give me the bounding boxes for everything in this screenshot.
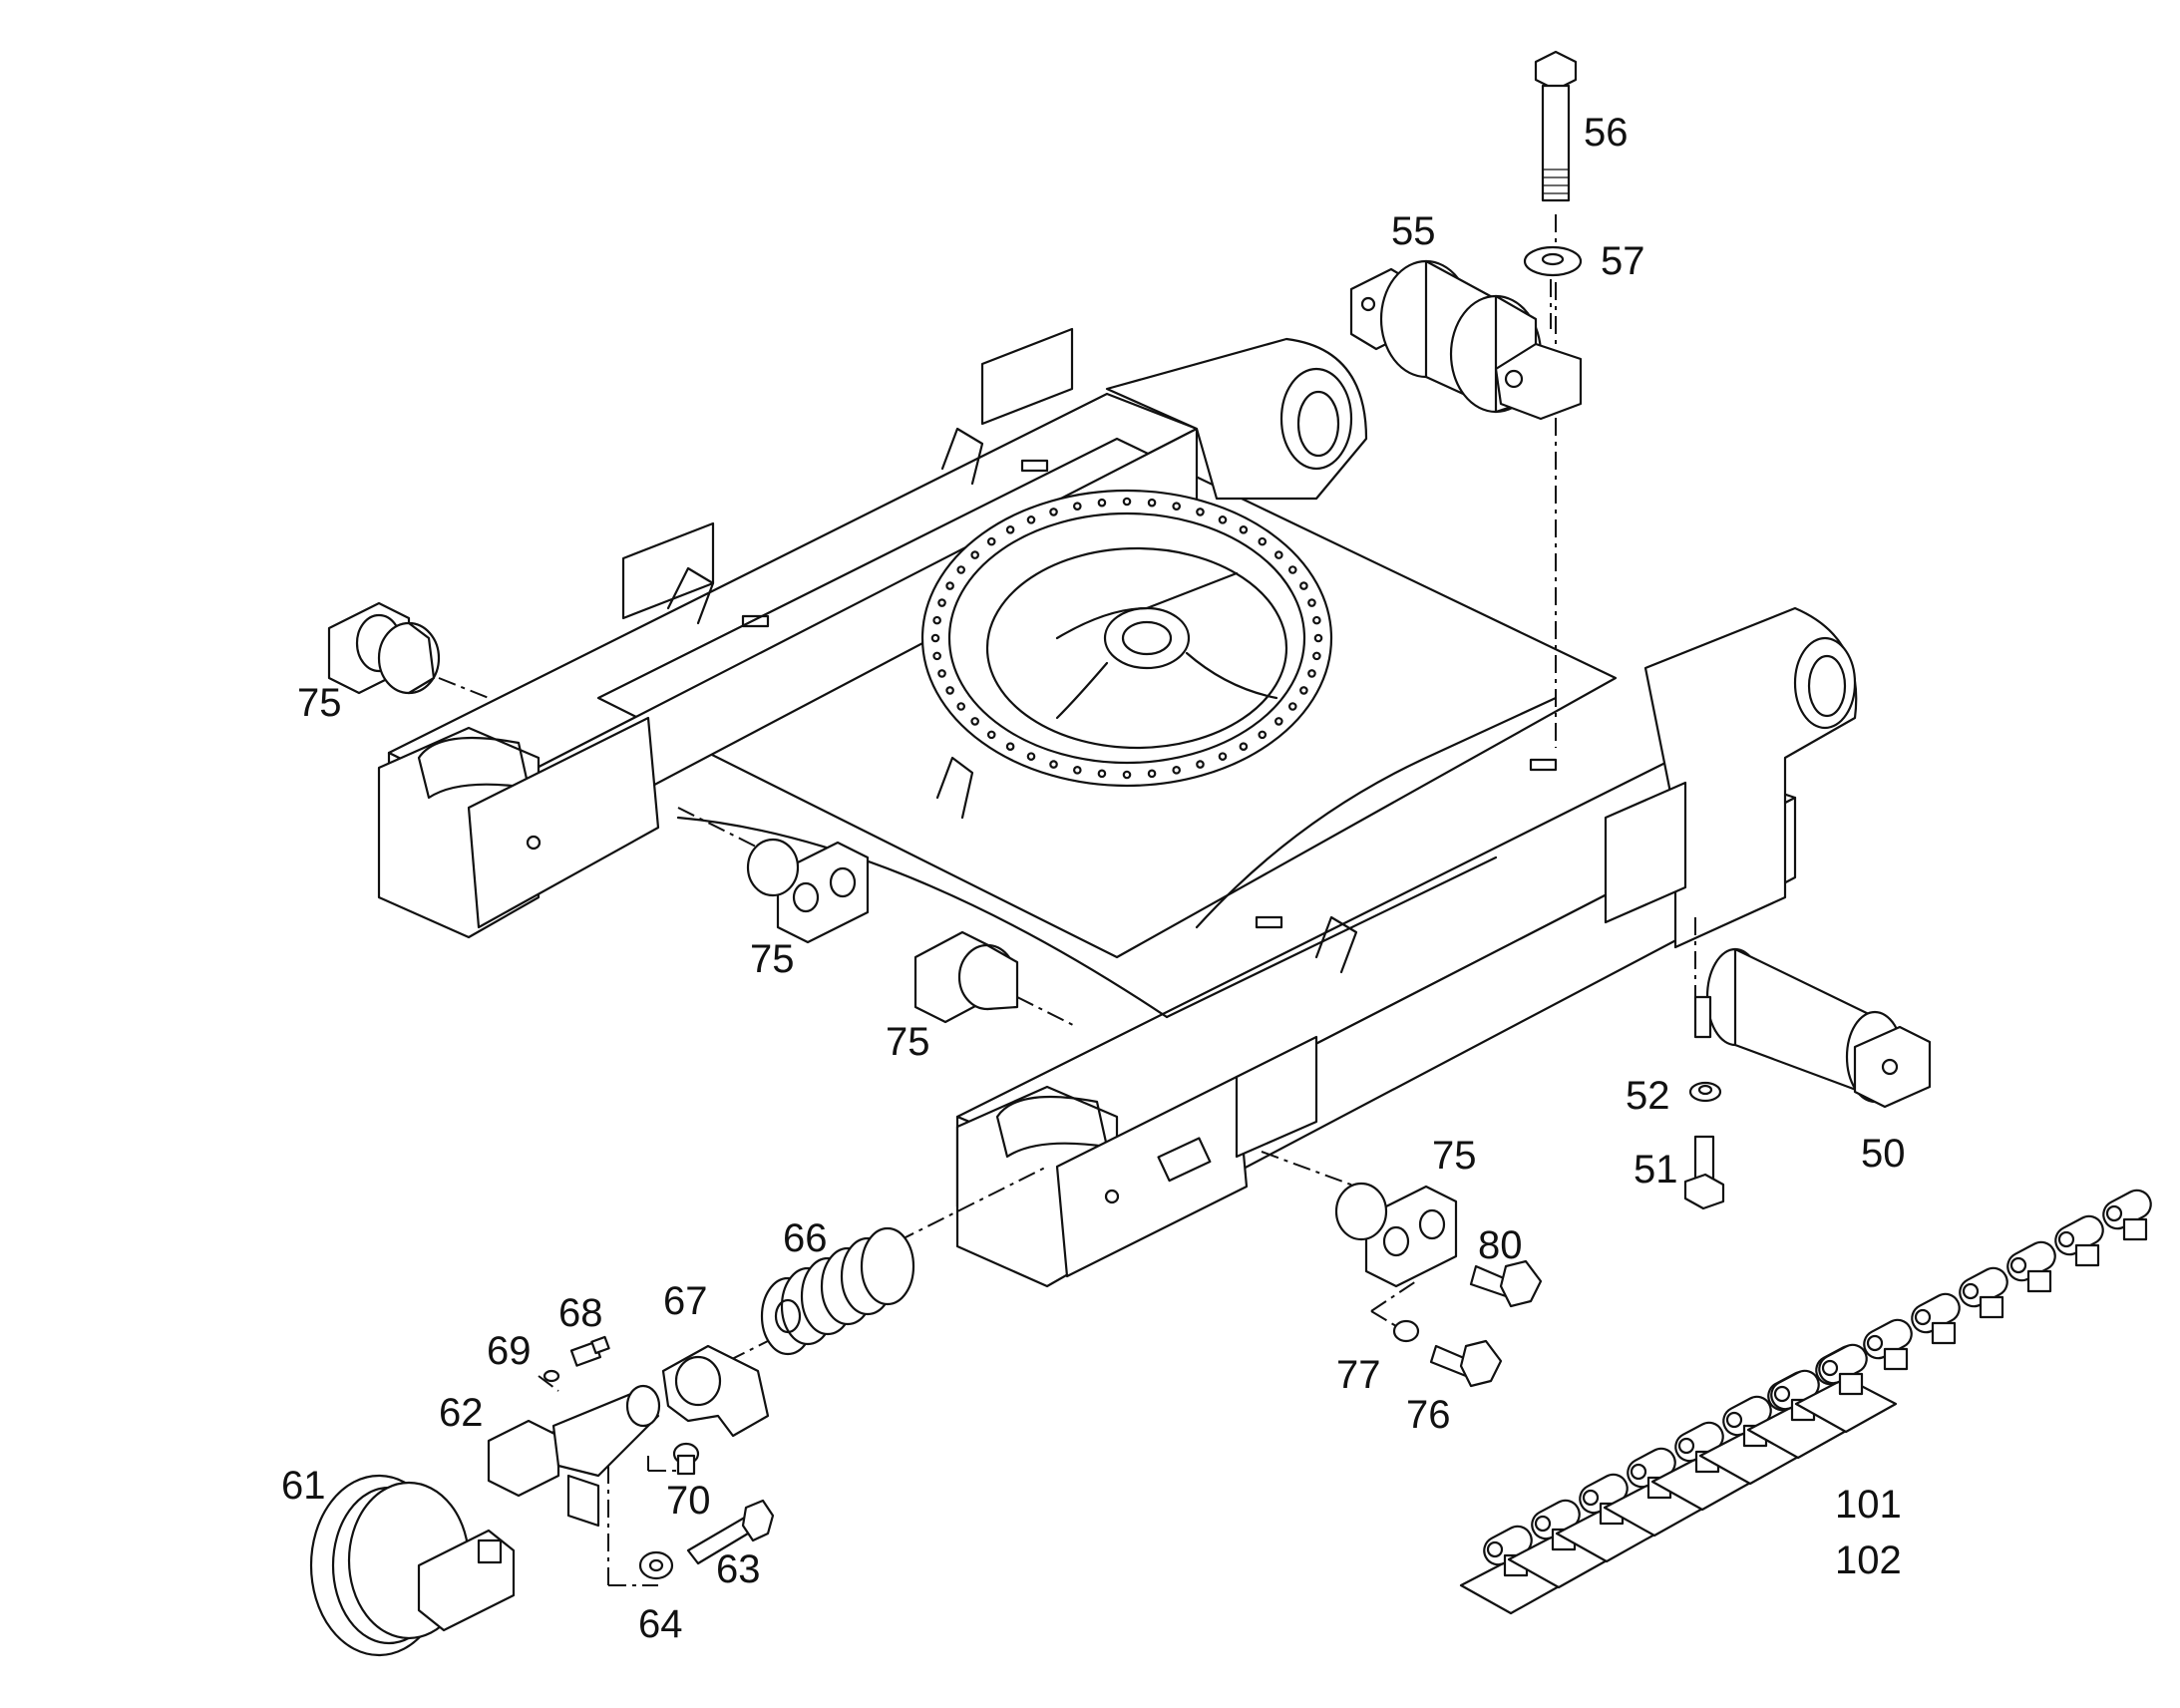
callout-61: 61 bbox=[281, 1464, 326, 1508]
part-76-bolt bbox=[1429, 1339, 1503, 1388]
callout-101: 101 bbox=[1835, 1483, 1902, 1527]
callout-80: 80 bbox=[1478, 1223, 1523, 1267]
undercarriage-frame bbox=[377, 327, 1858, 1288]
part-63-bolt bbox=[686, 1499, 775, 1565]
callout-66: 66 bbox=[783, 1216, 828, 1260]
bearing-bolt-holes bbox=[930, 497, 1323, 780]
part-55-carrier-roller bbox=[1349, 259, 1583, 421]
part-50-track-roller bbox=[1693, 947, 1932, 1109]
part-75-pin-3 bbox=[913, 930, 1019, 1024]
part-69-o-ring bbox=[543, 1369, 560, 1383]
part-61-idler-wheel bbox=[309, 1474, 516, 1657]
part-101-track-chain bbox=[1767, 1189, 2152, 1423]
callout-50: 50 bbox=[1861, 1132, 1906, 1176]
part-62-cylinder bbox=[487, 1384, 661, 1528]
callout-75-a: 75 bbox=[297, 681, 342, 725]
part-75-pin-2 bbox=[746, 838, 870, 944]
part-64-washer bbox=[638, 1550, 674, 1580]
track-guard-brackets bbox=[621, 327, 1687, 1159]
callout-64: 64 bbox=[638, 1602, 683, 1646]
part-51-bolt bbox=[1683, 1135, 1725, 1210]
part-66-recoil-spring bbox=[760, 1226, 915, 1356]
callout-56: 56 bbox=[1584, 111, 1629, 155]
part-80-bolt bbox=[1469, 1259, 1543, 1308]
part-68-grease-fitting bbox=[569, 1335, 610, 1367]
part-70-plug bbox=[672, 1442, 700, 1476]
part-77-washer bbox=[1392, 1319, 1420, 1343]
part-52-washer bbox=[1688, 1081, 1722, 1103]
part-102-track-shoes bbox=[1459, 1343, 1898, 1615]
callout-labels: 56 57 55 75 75 75 75 52 51 50 66 67 68 6… bbox=[281, 111, 1906, 1646]
callout-55: 55 bbox=[1391, 209, 1436, 253]
callout-63: 63 bbox=[716, 1547, 761, 1591]
callout-69: 69 bbox=[487, 1329, 532, 1373]
callout-57: 57 bbox=[1601, 239, 1645, 283]
part-56-bolt bbox=[1534, 50, 1578, 202]
callout-77: 77 bbox=[1336, 1353, 1381, 1397]
callout-75-c: 75 bbox=[886, 1020, 930, 1064]
callout-75-b: 75 bbox=[750, 937, 795, 981]
part-57-washer bbox=[1523, 245, 1583, 277]
callout-62: 62 bbox=[439, 1391, 484, 1435]
callout-67: 67 bbox=[663, 1279, 708, 1323]
callout-75-d: 75 bbox=[1432, 1134, 1477, 1178]
callout-52: 52 bbox=[1626, 1074, 1670, 1118]
callout-70: 70 bbox=[666, 1479, 711, 1523]
callout-102: 102 bbox=[1835, 1538, 1902, 1582]
callout-68: 68 bbox=[558, 1291, 603, 1335]
part-75-pin-4 bbox=[1334, 1182, 1458, 1288]
callout-76: 76 bbox=[1406, 1393, 1451, 1437]
part-75-pin-1 bbox=[327, 601, 441, 695]
swing-bearing bbox=[920, 489, 1333, 788]
callout-51: 51 bbox=[1634, 1148, 1678, 1192]
part-67-bracket bbox=[661, 1344, 770, 1438]
